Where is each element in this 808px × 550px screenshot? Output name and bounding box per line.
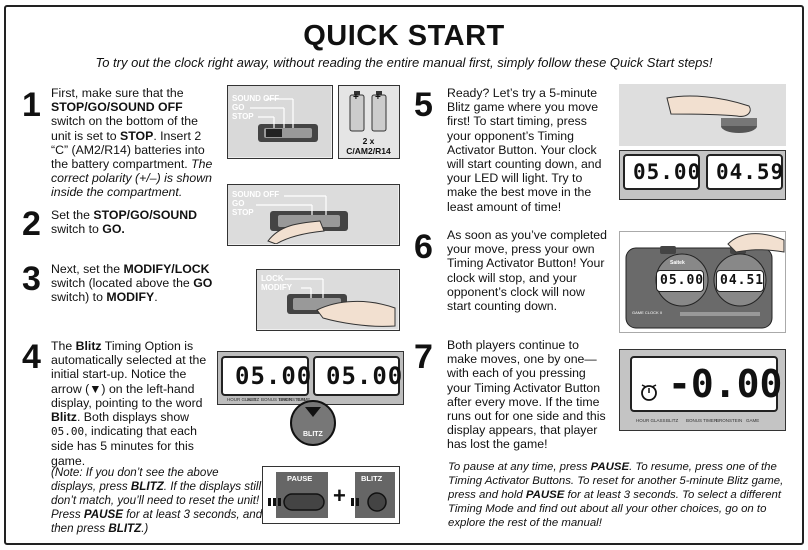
step-7-text: Both players continue to make moves, one… — [447, 338, 606, 452]
step-2-text: Set the STOP/GO/SOUND switch to GO. — [51, 208, 198, 237]
page-border — [4, 5, 804, 545]
step-5-text: Ready? Let’s try a 5-minute Blitz game w… — [447, 86, 602, 214]
step-1-number: 1 — [22, 86, 41, 124]
display-5-right: 04.59 — [706, 154, 783, 190]
plus-sign: + — [333, 483, 346, 508]
label-stop: STOP — [232, 112, 254, 121]
clock-illustration-6: 05.00 04.51 Saitek GAME CLOCK II — [619, 231, 786, 333]
brand-logo: Saitek — [670, 260, 685, 266]
display-illustration-5: 05.00 04.59 — [619, 150, 786, 200]
finger-icon — [666, 95, 757, 133]
buttons-illustration: PAUSE + BLITZ — [262, 466, 400, 524]
step-7-number: 7 — [414, 338, 433, 376]
switch-illustration-1: SOUND OFF GO STOP — [227, 85, 333, 159]
flag-display: -0.00 — [630, 356, 782, 412]
left-display: 05.00 — [221, 356, 311, 396]
step-4-text: The Blitz Timing Option is automatically… — [51, 339, 207, 468]
step-3-text: Next, set the MODIFY/LOCK switch (locate… — [51, 262, 213, 305]
battery-icon — [349, 91, 387, 132]
label-lock: LOCK — [261, 274, 284, 283]
page-title: QUICK START — [303, 20, 505, 52]
step-2-number: 2 — [22, 205, 41, 243]
battery-plus-2: + — [375, 92, 381, 103]
battery-caption: 2 x C/AM2/R14 — [346, 136, 391, 156]
switch-diagram-2 — [228, 185, 398, 244]
display-5-left: 05.00 — [623, 154, 700, 190]
finger-press-illustration — [619, 84, 786, 146]
step-3-number: 3 — [22, 260, 41, 298]
battery-illustration: + + 2 x C/AM2/R14 — [338, 85, 400, 159]
battery-plus-1: + — [353, 92, 359, 103]
blitz-magnifier — [290, 400, 336, 446]
clock-6-right: 04.51 — [716, 270, 764, 292]
switch-illustration-2: SOUND OFF GO STOP — [227, 184, 400, 246]
page-subtitle: To try out the clock right away, without… — [95, 55, 713, 70]
right-display: 05.00 — [313, 356, 402, 396]
blitz-button-icon[interactable] — [351, 491, 395, 513]
step-1-text: First, make sure that the STOP/GO/SOUND … — [51, 86, 213, 200]
label-go: GO — [232, 103, 245, 112]
blitz-button-label: BLITZ — [361, 474, 383, 483]
label-modify: MODIFY — [261, 283, 293, 292]
switch-diagram-1 — [228, 86, 331, 157]
pause-button-icon[interactable] — [268, 492, 328, 512]
alarm-flag-icon — [641, 384, 657, 401]
label-sound-off-2: SOUND OFF — [232, 190, 280, 199]
display-illustration-4: 05.00 05.00 HOUR GLASS BLITZ BONUS TIMER… — [217, 351, 404, 451]
label-go-2: GO — [232, 199, 245, 208]
clock-model-label: GAME CLOCK II — [632, 310, 663, 315]
step-6-number: 6 — [414, 228, 433, 266]
switch-illustration-3: LOCK MODIFY — [256, 269, 400, 331]
step-4-number: 4 — [22, 338, 41, 376]
step-5-number: 5 — [414, 86, 433, 124]
label-stop-2: STOP — [232, 208, 254, 217]
blitz-label: BLITZ — [303, 431, 323, 438]
label-sound-off: SOUND OFF — [232, 94, 280, 103]
step-4-note: (Note: If you don’t see the above displa… — [51, 466, 263, 535]
display-illustration-7: -0.00 HOUR GLASS BLITZ BONUS TIMER BRONS… — [619, 349, 786, 431]
step-6-text: As soon as you’ve completed your move, p… — [447, 228, 607, 314]
pause-label: PAUSE — [287, 474, 313, 483]
clock-6-left: 05.00 — [656, 270, 704, 292]
pause-instructions: To pause at any time, press PAUSE. To re… — [448, 461, 784, 529]
switch-diagram-3 — [257, 270, 398, 329]
